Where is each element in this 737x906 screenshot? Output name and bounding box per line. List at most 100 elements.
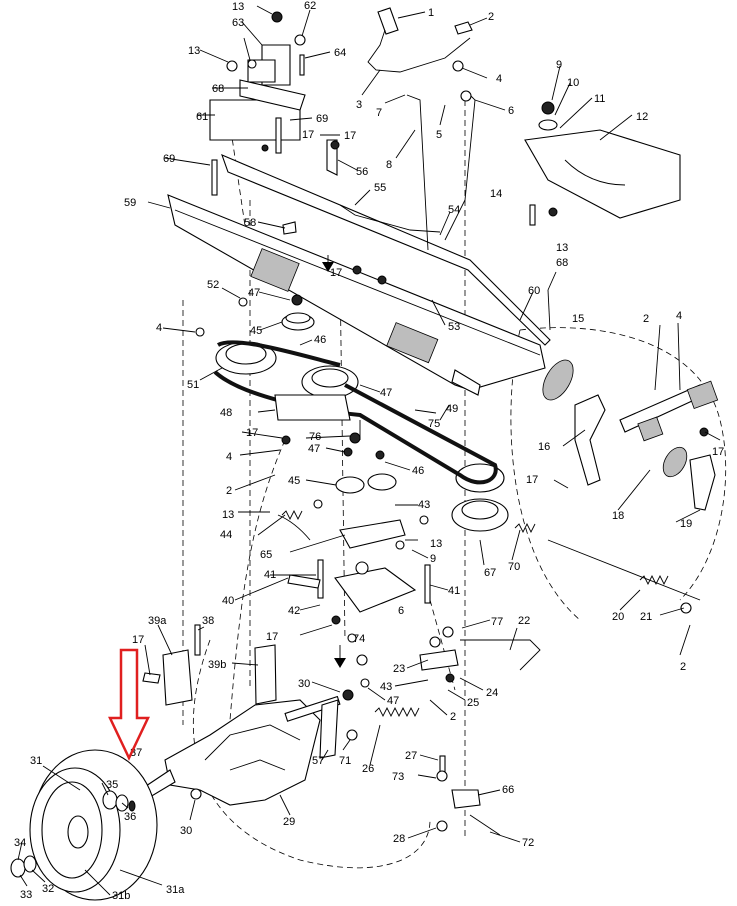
callout-33: 33	[20, 889, 32, 901]
callout-35: 35	[106, 779, 118, 791]
pulleys-and-belt	[213, 312, 509, 532]
callout-56: 56	[356, 166, 368, 178]
callout-42: 42	[288, 605, 300, 617]
callout-17f: 17	[344, 130, 356, 142]
callout-74: 74	[353, 633, 365, 645]
leader-lines	[17, 5, 721, 896]
callout-76: 76	[309, 431, 321, 443]
callout-2: 2	[488, 11, 494, 23]
callout-11: 11	[594, 93, 605, 105]
callout-13c: 13	[556, 242, 568, 254]
callout-2d: 2	[680, 661, 686, 673]
callout-labels: 1 2 3 4 5 6 7 8 9 10 11 12 13 14 15 16 1…	[14, 0, 724, 902]
callout-45b: 45	[288, 475, 300, 487]
lever-rods	[339, 7, 476, 251]
callout-5: 5	[436, 129, 442, 141]
callout-48: 48	[220, 407, 232, 419]
callout-43: 43	[418, 499, 430, 511]
upper-bracket	[209, 11, 306, 196]
lower-right-parts	[436, 755, 501, 836]
callout-4c: 4	[226, 451, 232, 463]
brake-linkage	[356, 626, 541, 688]
callout-59: 59	[124, 197, 136, 209]
callout-3: 3	[356, 99, 362, 111]
callout-20: 20	[612, 611, 624, 623]
callout-69b: 69	[163, 153, 175, 165]
callout-41: 41	[264, 569, 276, 581]
callout-13: 13	[232, 1, 244, 13]
callout-2e: 2	[450, 711, 456, 723]
callout-23: 23	[393, 663, 405, 675]
callout-22: 22	[518, 615, 530, 627]
callout-73: 73	[392, 771, 404, 783]
callout-27: 27	[405, 750, 417, 762]
callout-17: 17	[526, 474, 538, 486]
callout-9b: 9	[430, 553, 436, 565]
callout-4b: 4	[156, 322, 162, 334]
callout-47: 47	[248, 287, 260, 299]
deck-plate	[524, 101, 681, 226]
callout-61: 61	[196, 111, 208, 123]
callout-2b: 2	[226, 485, 232, 497]
callout-60: 60	[528, 285, 540, 297]
callout-14: 14	[490, 188, 502, 200]
callout-68: 68	[212, 83, 224, 95]
callout-65: 65	[260, 549, 272, 561]
callout-51: 51	[187, 379, 199, 391]
callout-1: 1	[428, 7, 434, 19]
callout-47d: 47	[387, 695, 399, 707]
callout-63: 63	[232, 17, 244, 29]
callout-25: 25	[467, 697, 479, 709]
callout-31a: 31a	[166, 884, 185, 896]
callout-62: 62	[304, 0, 316, 12]
callout-38: 38	[202, 615, 214, 627]
callout-43b: 43	[380, 681, 392, 693]
callout-13b: 13	[188, 45, 200, 57]
callout-52: 52	[207, 279, 219, 291]
callout-31b: 31b	[112, 890, 130, 902]
callout-58: 58	[244, 217, 256, 229]
callout-17c: 17	[246, 427, 258, 439]
hardware	[195, 139, 551, 668]
callout-54: 54	[448, 204, 460, 216]
callout-67: 67	[484, 567, 496, 579]
callout-12: 12	[636, 111, 648, 123]
callout-16: 16	[538, 441, 550, 453]
callout-29: 29	[283, 816, 295, 828]
callout-17g: 17	[712, 446, 724, 458]
callout-45: 45	[250, 325, 262, 337]
callout-70: 70	[508, 561, 520, 573]
callout-15: 15	[572, 313, 584, 325]
callout-32: 32	[42, 883, 54, 895]
callout-24: 24	[486, 687, 498, 699]
callout-13e: 13	[430, 538, 442, 550]
callout-30: 30	[298, 678, 310, 690]
callout-68b: 68	[556, 257, 568, 269]
callout-75: 75	[428, 418, 440, 430]
callout-64: 64	[334, 47, 346, 59]
callout-13d: 13	[222, 509, 234, 521]
callout-40: 40	[222, 595, 234, 607]
callout-21: 21	[640, 611, 652, 623]
callout-10: 10	[567, 77, 579, 89]
lever-bracket	[319, 699, 420, 759]
callout-71: 71	[339, 755, 351, 767]
callout-2c: 2	[643, 313, 649, 325]
callout-26: 26	[362, 763, 374, 775]
idler-assembly	[277, 509, 431, 613]
callout-30b: 30	[180, 825, 192, 837]
callout-39a: 39a	[148, 615, 167, 627]
callout-31: 31	[30, 755, 42, 767]
callout-28: 28	[393, 833, 405, 845]
callout-9: 9	[556, 59, 562, 71]
callout-18: 18	[612, 510, 624, 522]
callout-4d: 4	[676, 310, 682, 322]
callout-17d: 17	[330, 267, 342, 279]
callout-46b: 46	[412, 465, 424, 477]
callout-4: 4	[496, 73, 502, 85]
callout-47b: 47	[380, 387, 392, 399]
callout-55: 55	[374, 182, 386, 194]
pedal-assembly	[514, 359, 719, 614]
callout-47c: 47	[308, 443, 320, 455]
